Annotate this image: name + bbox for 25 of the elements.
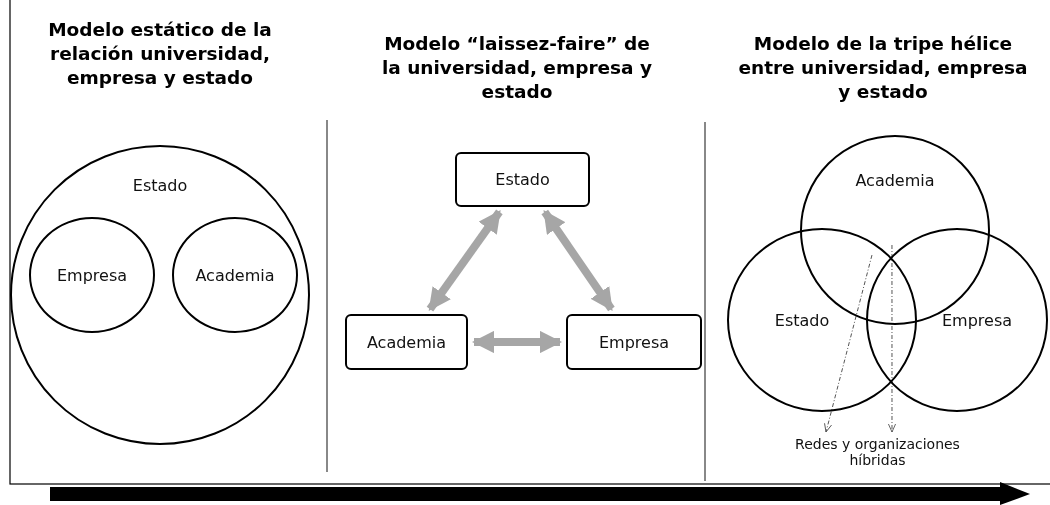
double-arrow	[541, 209, 615, 312]
node-label: Estado	[132, 175, 188, 195]
node-label: Empresa	[56, 265, 128, 285]
column-title: Modelo de la tripe hélice entre universidad, empresa y estado	[738, 32, 1028, 105]
node-label: Estado	[495, 170, 550, 189]
venn-circle	[866, 228, 1048, 412]
venn-circle	[727, 228, 917, 412]
node-label: Academia	[195, 265, 275, 285]
process-box	[566, 314, 702, 370]
annotation-text: Redes y organizaciones híbridas	[794, 436, 961, 468]
process-box	[345, 314, 468, 370]
double-arrow	[426, 209, 503, 312]
ellipse	[29, 217, 155, 333]
column-title: Modelo “laissez-faire” de la universidad, empresa y estado	[380, 32, 654, 105]
column-title: Modelo estático de la relación universidad, empresa y estado	[47, 18, 273, 91]
process-box	[455, 152, 590, 207]
node-label: Academia	[855, 170, 935, 190]
node-label: Empresa	[598, 332, 670, 352]
node-label: Estado	[774, 310, 830, 330]
ellipse	[172, 217, 298, 333]
node-label: Empresa	[941, 310, 1013, 330]
outer-ellipse	[10, 145, 310, 445]
node-label: Academia	[366, 332, 447, 352]
leader-line	[824, 254, 873, 433]
double-arrow	[471, 330, 563, 354]
